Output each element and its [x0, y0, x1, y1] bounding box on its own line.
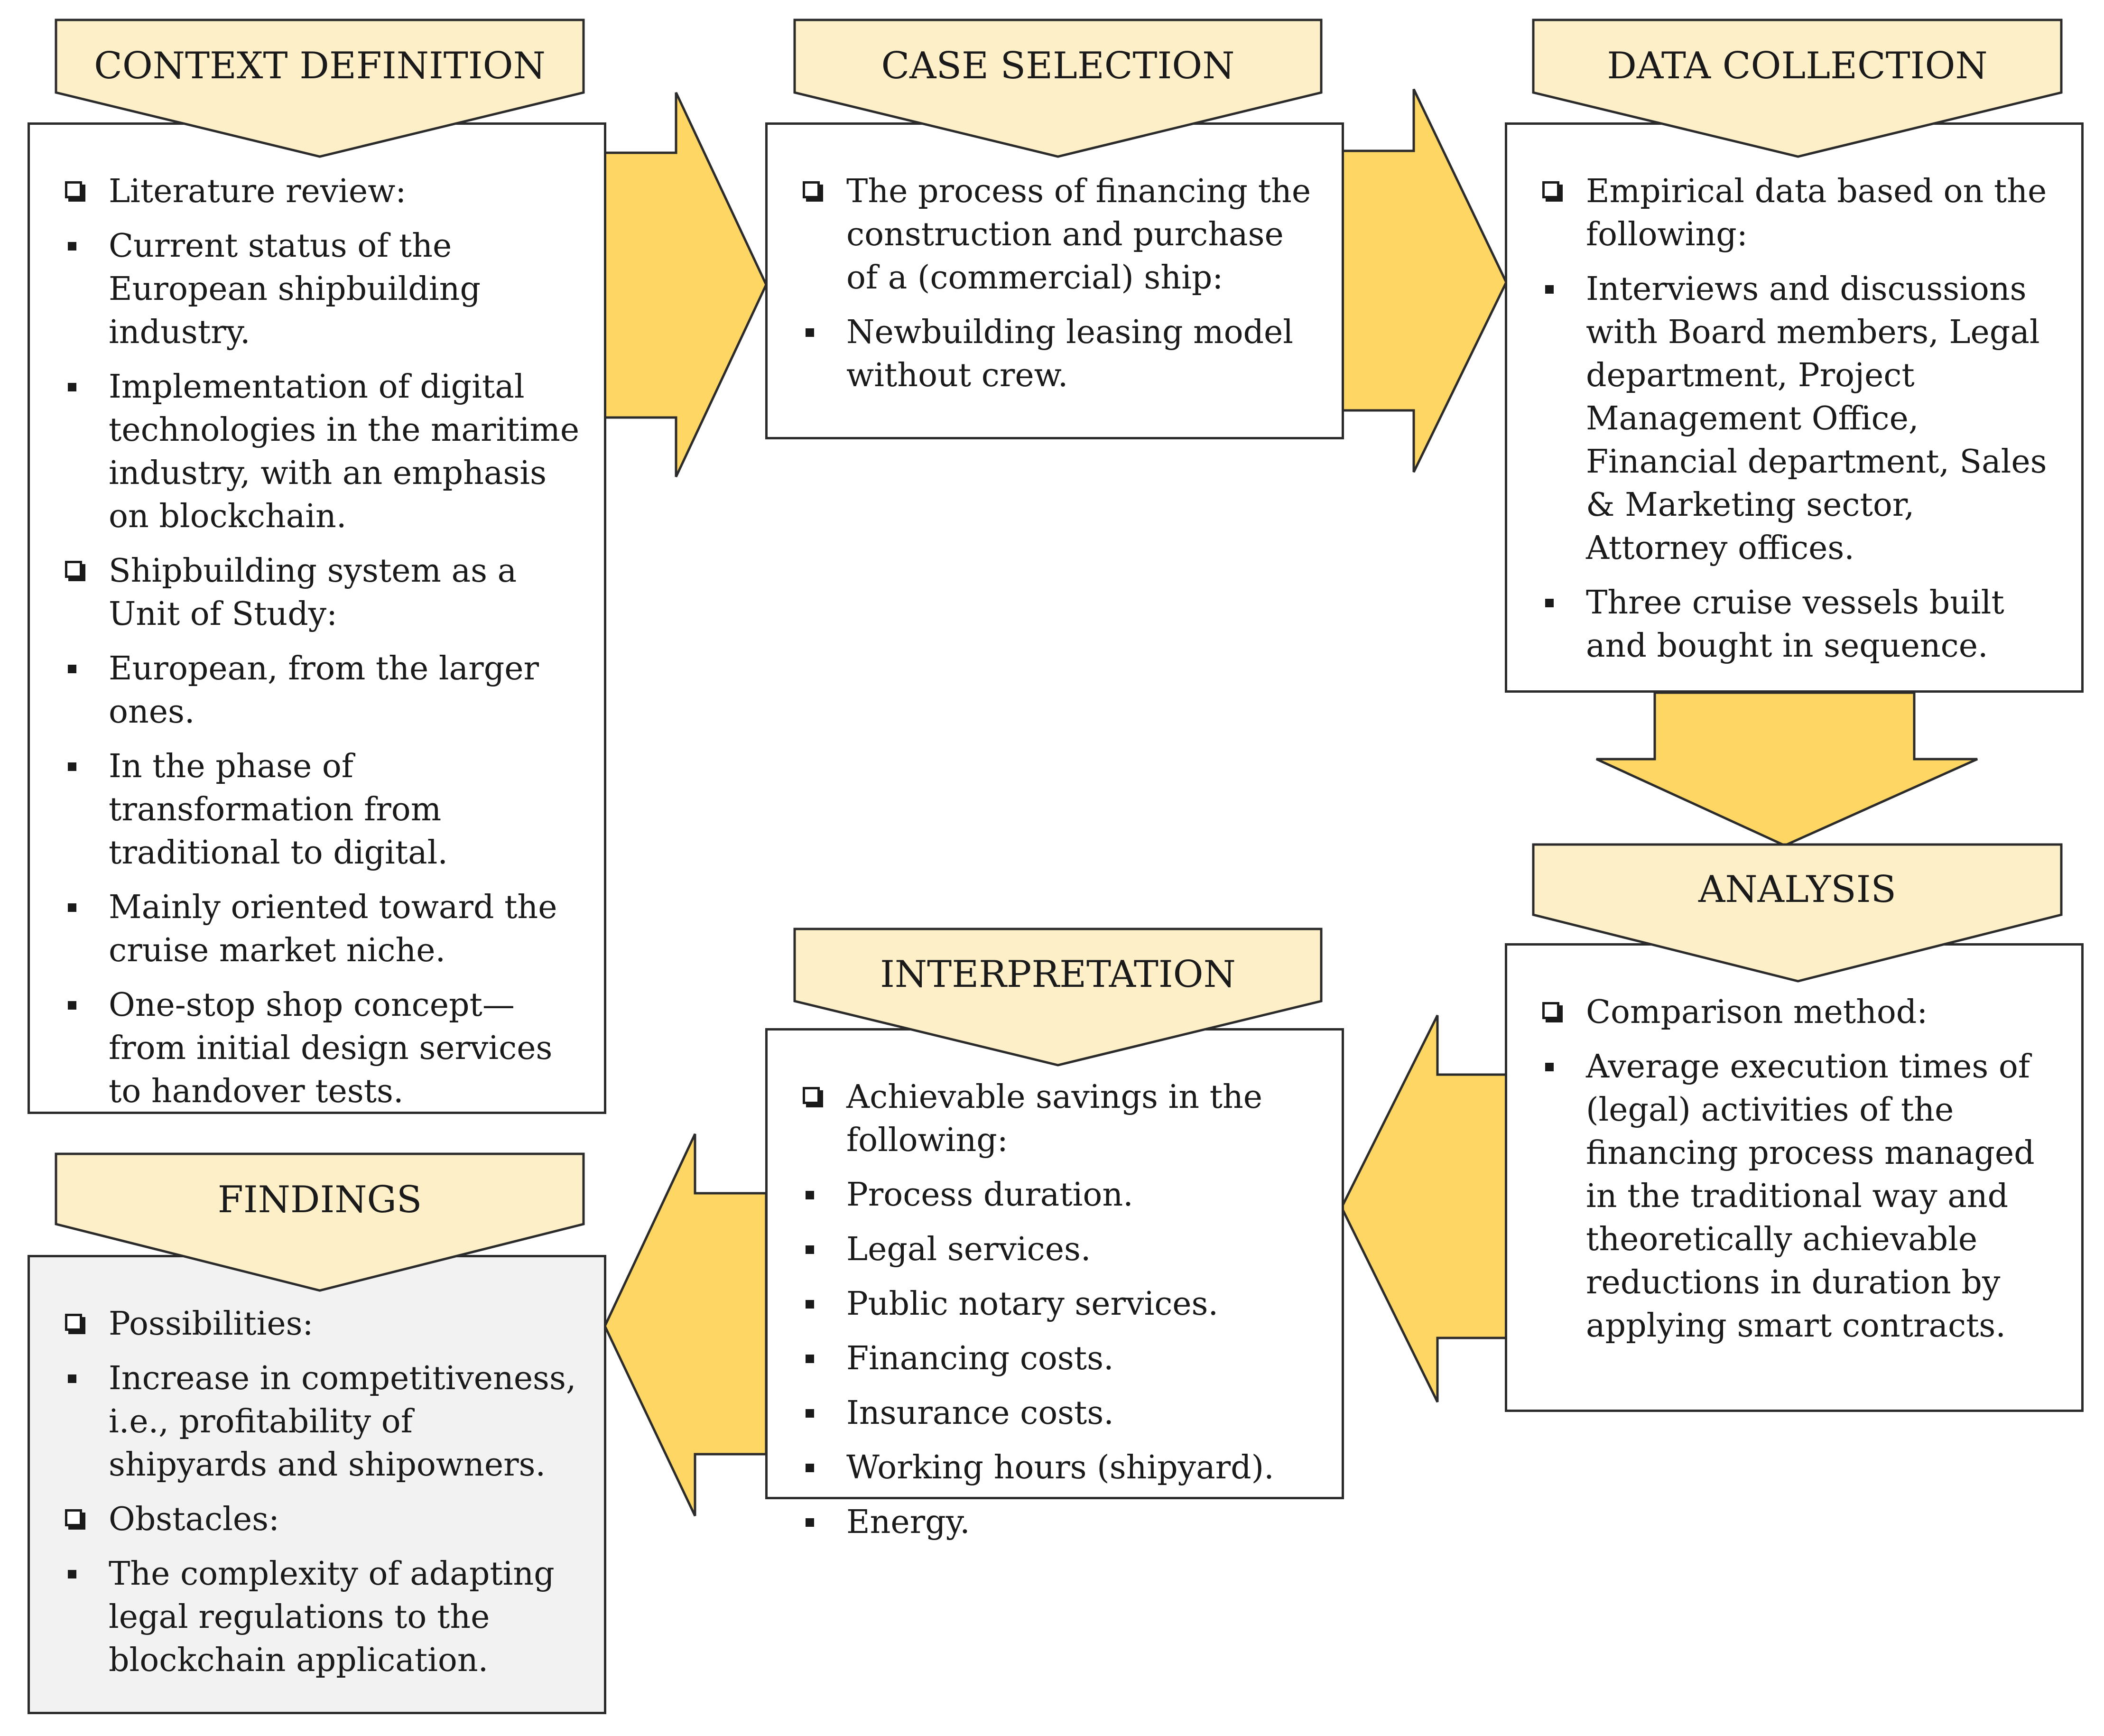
- interpretation-title: INTERPRETATION: [880, 953, 1236, 996]
- checkbox-list-item: The process of financing the constructio…: [801, 170, 1318, 299]
- case-selection-title: CASE SELECTION: [881, 45, 1235, 87]
- item-text: Obstacles:: [109, 1501, 279, 1538]
- item-text: Interviews and discussions with Board me…: [1586, 270, 2047, 567]
- bullet-list-item: In the phase of transformation from trad…: [63, 745, 580, 874]
- item-text: In the phase of transformation from trad…: [109, 748, 448, 872]
- context-definition-title: CONTEXT DEFINITION: [94, 45, 546, 87]
- item-text: Comparison method:: [1586, 993, 1928, 1031]
- bullet-list-item: Insurance costs.: [801, 1392, 1318, 1435]
- item-text: Possibilities:: [109, 1305, 314, 1343]
- arrow-interpretation-to-findings: [603, 1133, 768, 1517]
- item-text: Literature review:: [109, 173, 407, 210]
- item-text: Insurance costs.: [846, 1394, 1114, 1432]
- item-text: Legal services.: [846, 1231, 1091, 1268]
- item-text: European, from the larger ones.: [109, 650, 539, 731]
- checkbox-list-item: Possibilities:: [63, 1302, 580, 1346]
- item-text: One-stop shop concept—from initial desig…: [109, 986, 553, 1110]
- item-text: Energy.: [846, 1504, 970, 1541]
- bullet-list-item: Process duration.: [801, 1173, 1318, 1216]
- item-text: Mainly oriented toward the cruise market…: [109, 889, 557, 969]
- item-text: Achievable savings in the following:: [846, 1078, 1263, 1159]
- analysis-title: ANALYSIS: [1698, 868, 1896, 911]
- item-text: Process duration.: [846, 1176, 1133, 1214]
- bullet-list-item: Financing costs.: [801, 1337, 1318, 1380]
- item-text: Increase in competitiveness, i.e., profi…: [109, 1360, 576, 1484]
- arrow-data-to-analysis: [1595, 691, 1978, 847]
- data-collection-title: DATA COLLECTION: [1607, 45, 1988, 87]
- checkbox-list-item: Achievable savings in the following:: [801, 1076, 1318, 1162]
- case-selection-box: The process of financing the constructio…: [765, 122, 1344, 439]
- item-text: Implementation of digital technologies i…: [109, 368, 580, 535]
- findings-box: Possibilities: Increase in competitivenes…: [28, 1255, 606, 1714]
- bullet-list-item: Average execution times of (legal) activ…: [1540, 1045, 2058, 1347]
- checkbox-list-item: Empirical data based on the following:: [1540, 170, 2058, 256]
- bullet-list-item: Legal services.: [801, 1228, 1318, 1271]
- bullet-list-item: One-stop shop concept—from initial desig…: [63, 984, 580, 1113]
- item-text: Financing costs.: [846, 1340, 1114, 1377]
- bullet-list-item: Mainly oriented toward the cruise market…: [63, 886, 580, 972]
- checkbox-list-item: Obstacles:: [63, 1498, 580, 1541]
- item-text: Current status of the European shipbuild…: [109, 227, 481, 351]
- arrow-case-to-data: [1341, 88, 1508, 473]
- arrow-analysis-to-interpretation: [1340, 1014, 1510, 1403]
- checkbox-list-item: Literature review:: [63, 170, 580, 213]
- bullet-list-item: Three cruise vessels built and bought in…: [1540, 581, 2058, 668]
- item-text: The complexity of adapting legal regulat…: [109, 1555, 555, 1679]
- analysis-box: Comparison method: Average execution time…: [1505, 943, 2084, 1412]
- item-text: Public notary services.: [846, 1285, 1219, 1323]
- bullet-list-item: Public notary services.: [801, 1282, 1318, 1326]
- checkbox-list-item: Shipbuilding system as a Unit of Study:: [63, 549, 580, 636]
- bullet-list-item: European, from the larger ones.: [63, 647, 580, 733]
- bullet-list-item: Increase in competitiveness, i.e., profi…: [63, 1357, 580, 1486]
- interpretation-box: Achievable savings in the following: Proc…: [765, 1028, 1344, 1541]
- findings-title: FINDINGS: [217, 1179, 422, 1221]
- item-text: Three cruise vessels built and bought in…: [1586, 584, 2004, 665]
- item-text: The process of financing the constructio…: [846, 173, 1311, 297]
- bullet-list-item: Energy.: [801, 1501, 1318, 1544]
- item-text: Empirical data based on the following:: [1586, 173, 2047, 253]
- item-text: Working hours (shipyard).: [846, 1449, 1274, 1486]
- bullet-list-item: Implementation of digital technologies i…: [63, 365, 580, 538]
- item-text: Average execution times of (legal) activ…: [1586, 1048, 2035, 1345]
- checkbox-list-item: Comparison method:: [1540, 991, 2058, 1034]
- context-definition-box: Literature review: Current status of the …: [28, 122, 606, 1114]
- bullet-list-item: The complexity of adapting legal regulat…: [63, 1552, 580, 1682]
- bullet-list-item: Newbuilding leasing model without crew.: [801, 311, 1318, 397]
- bullet-list-item: Current status of the European shipbuild…: [63, 224, 580, 354]
- bullet-list-item: Interviews and discussions with Board me…: [1540, 268, 2058, 570]
- item-text: Shipbuilding system as a Unit of Study:: [109, 552, 517, 633]
- bullet-list-item: Working hours (shipyard).: [801, 1446, 1318, 1489]
- data-collection-box: Empirical data based on the following: In…: [1505, 122, 2084, 693]
- arrow-context-to-case: [603, 92, 768, 478]
- item-text: Newbuilding leasing model without crew.: [846, 314, 1294, 394]
